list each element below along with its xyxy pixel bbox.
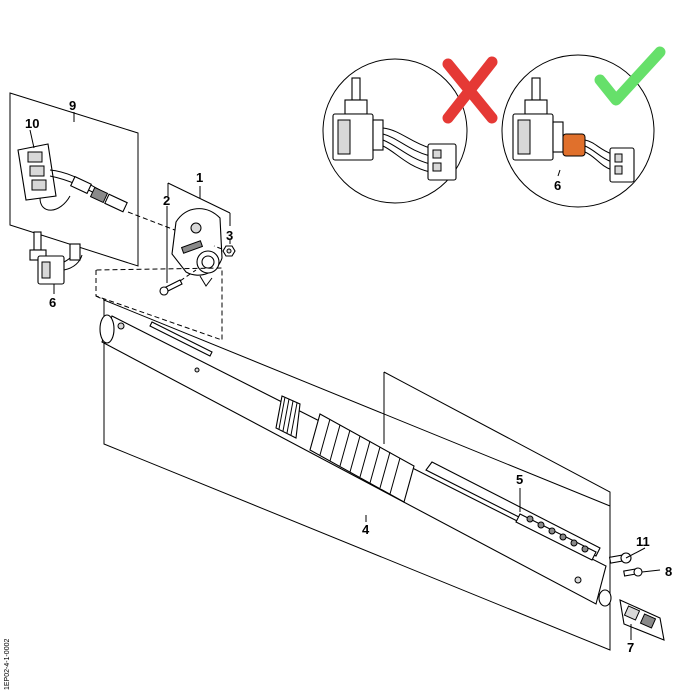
label-group-frame: [383, 371, 611, 506]
screw-small-part-8: [623, 567, 643, 577]
housing-part: [171, 208, 223, 287]
shaft-tube: [99, 314, 612, 607]
assembly-leader: [127, 211, 181, 233]
screw-small-part-11: [608, 552, 632, 564]
document-code: 1EP02-4-1-0002: [4, 638, 11, 690]
callout-10: 10: [25, 116, 39, 131]
callout-5: 5: [516, 472, 523, 487]
harness-group-frame: [9, 92, 139, 267]
callout-6-inset: 6: [554, 178, 561, 193]
leader-lines: [29, 112, 661, 640]
shaft-group-frame: [95, 267, 611, 651]
callout-9: 9: [69, 98, 76, 113]
highlighted-sleeve: [562, 133, 586, 157]
nut-part: [213, 245, 236, 257]
inset-wrong-installation: [322, 58, 468, 204]
check-mark-icon: [594, 46, 666, 106]
callout-11: 11: [636, 534, 650, 549]
callout-2: 2: [163, 193, 170, 208]
callout-8: 8: [665, 564, 672, 579]
inset-correct-installation: [501, 54, 655, 208]
switch-part: [29, 231, 83, 285]
housing-group-bracket: [167, 182, 231, 226]
callout-1: 1: [196, 170, 203, 185]
callout-6: 6: [49, 295, 56, 310]
callout-7: 7: [627, 640, 634, 655]
callout-4: 4: [362, 522, 370, 537]
callout-3: 3: [226, 228, 233, 243]
cross-mark-icon: [442, 56, 498, 124]
end-cap-part: [619, 599, 665, 641]
screw-part: [159, 269, 197, 296]
label-sticker: [425, 461, 601, 561]
wiring-harness: [17, 143, 128, 213]
